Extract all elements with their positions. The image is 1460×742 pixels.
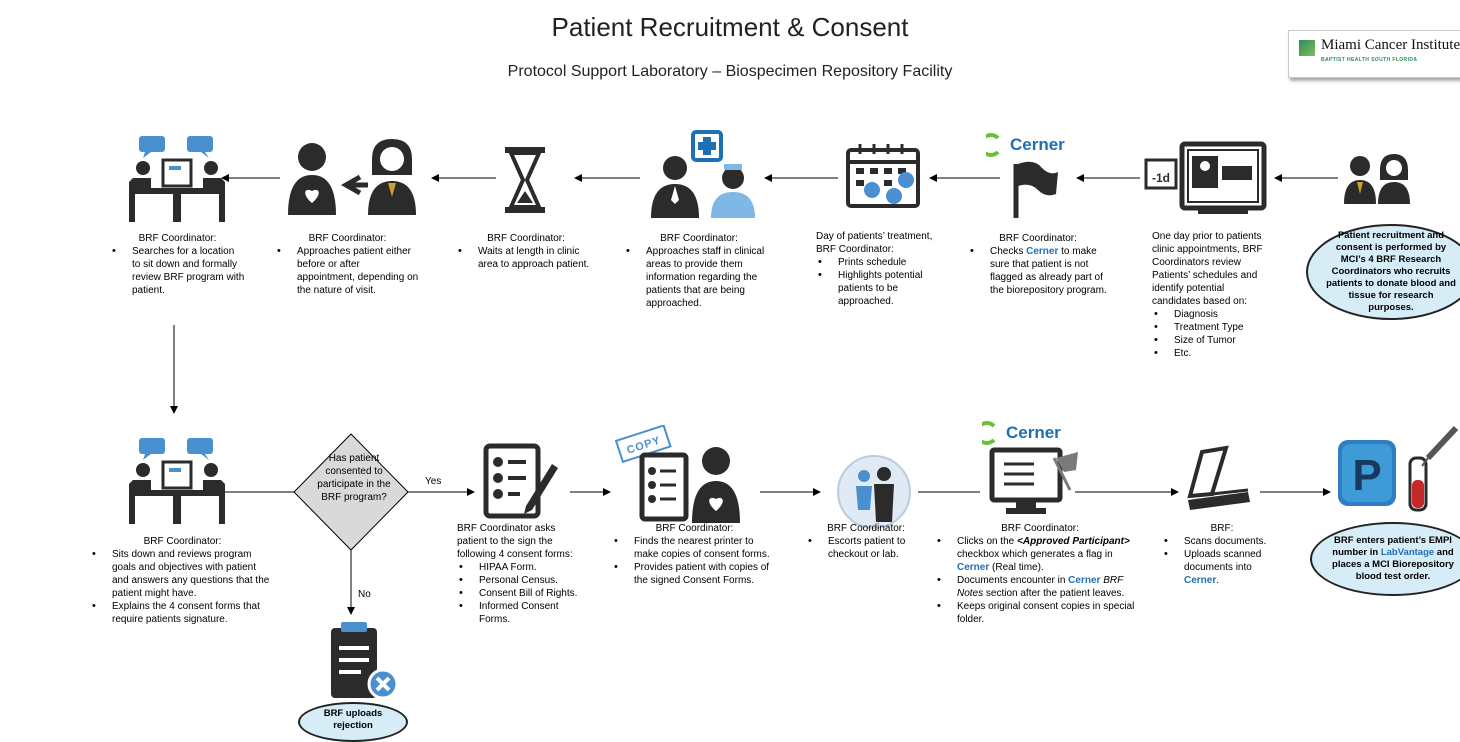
logo-tagline: BAPTIST HEALTH SOUTH FLORIDA — [1321, 57, 1418, 63]
step7-head: BRF Coordinator: — [138, 233, 217, 244]
step5-head: BRF Coordinator: — [487, 233, 565, 244]
step4-text: BRF Coordinator: Approaches staff in cli… — [624, 232, 774, 310]
calendar-schedule-icon: -1d — [1144, 141, 1267, 214]
step9-item: HIPAA Form. — [459, 561, 582, 574]
svg-text:Cerner: Cerner — [1010, 135, 1065, 154]
step1-item: Etc. — [1154, 347, 1272, 360]
step13-head: BRF: — [1210, 523, 1234, 534]
step2-item: Checks Cerner to make sure that patient … — [970, 245, 1108, 297]
step11-head: BRF Coordinator: — [827, 523, 905, 534]
step6-head: BRF Coordinator: — [308, 233, 387, 244]
step10-head: BRF Coordinator: — [655, 523, 734, 534]
step8-item: Explains the 4 consent forms that requir… — [92, 600, 275, 626]
step6-text: BRF Coordinator: Approaches patient eith… — [275, 232, 420, 297]
step9-item: Consent Bill of Rights. — [459, 587, 582, 600]
checklist-pen-icon — [483, 443, 558, 519]
step2-head: BRF Coordinator: — [999, 233, 1077, 244]
cerner-flag-icon: Cerner — [978, 128, 1086, 220]
svg-text:Cerner: Cerner — [1006, 423, 1061, 442]
decision-diamond — [293, 433, 409, 551]
step2-text: BRF Coordinator: Checks Cerner to make s… — [968, 232, 1108, 297]
copy-forms-icon: COPY — [612, 424, 752, 525]
step10-item: Finds the nearest printer to make copies… — [614, 535, 777, 561]
step12-item: Clicks on the <Approved Participant> che… — [937, 535, 1145, 574]
step8-item: Sits down and reviews program goals and … — [92, 548, 275, 600]
end-text: BRF enters patient’s EMPI number in LabV… — [1332, 535, 1454, 582]
step11-item: Escorts patient to checkout or lab. — [808, 535, 926, 561]
step9-text: BRF Coordinator asks patient to the sign… — [457, 522, 582, 626]
svg-text:-1d: -1d — [1152, 171, 1170, 185]
escort-icon — [837, 455, 911, 529]
scanner-icon — [1187, 445, 1250, 510]
step5-item: Waits at length in clinic area to approa… — [458, 245, 596, 271]
two-people-icon — [1344, 154, 1410, 204]
rejected-clipboard-icon — [331, 622, 399, 700]
rejection-bubble: BRF uploads rejection — [298, 702, 408, 742]
labvantage-app-icon: P — [1332, 418, 1460, 514]
flow-connectors — [170, 174, 1338, 615]
step9-lead: BRF Coordinator asks patient to the sign… — [457, 523, 573, 560]
step13-text: BRF: Scans documents. Uploads scanned do… — [1162, 522, 1282, 587]
page-subtitle: Protocol Support Laboratory – Biospecime… — [507, 63, 953, 80]
step9-item: Personal Census. — [459, 574, 582, 587]
decision-question: Has patient consented to participate in … — [317, 453, 391, 503]
start-bubble: Patient recruitment and consent is perfo… — [1306, 224, 1460, 320]
step7-text: BRF Coordinator: Searches for a location… — [110, 232, 245, 297]
end-bubble: BRF enters patient’s EMPI number in LabV… — [1310, 522, 1460, 596]
step1-item: Diagnosis — [1154, 308, 1272, 321]
step3-item: Prints schedule — [818, 256, 951, 269]
step12-text: BRF Coordinator: Clicks on the <Approved… — [935, 522, 1145, 626]
hourglass-icon — [505, 147, 545, 213]
logo-name: Miami Cancer Institute — [1321, 37, 1460, 53]
doctor-nurse-icon — [651, 130, 755, 218]
step4-head: BRF Coordinator: — [660, 233, 738, 244]
meeting-icon — [129, 136, 225, 222]
svg-text:P: P — [1352, 451, 1381, 500]
step5-text: BRF Coordinator: Waits at length in clin… — [456, 232, 596, 271]
cerner-computer-flag-icon: Cerner — [974, 418, 1092, 516]
step1-item: Treatment Type — [1154, 321, 1272, 334]
calendar-check-icon — [846, 144, 920, 208]
step12-head: BRF Coordinator: — [1001, 523, 1079, 534]
step8-head: BRF Coordinator: — [143, 536, 222, 547]
page-title: Patient Recruitment & Consent — [551, 12, 909, 42]
step7-item: Searches for a location to sit down and … — [112, 245, 245, 297]
meeting-icon-2 — [129, 438, 225, 524]
step3-item: Highlights potential patients to be appr… — [818, 269, 951, 308]
step4-item: Approaches staff in clinical areas to pr… — [626, 245, 774, 310]
no-label: No — [358, 589, 371, 600]
logo-mark-icon — [1299, 40, 1315, 56]
step8-text: BRF Coordinator: Sits down and reviews p… — [90, 535, 275, 626]
step3-text: Day of patients’ treatment, BRF Coordina… — [816, 230, 951, 308]
step10-text: BRF Coordinator: Finds the nearest print… — [612, 522, 777, 587]
step1-text: One day prior to patients clinic appoint… — [1152, 230, 1272, 360]
institute-logo: Miami Cancer Institute BAPTIST HEALTH SO… — [1288, 30, 1460, 78]
step13-item: Scans documents. — [1164, 535, 1282, 548]
approach-patient-icon — [288, 139, 416, 215]
step1-item: Size of Tumor — [1154, 334, 1272, 347]
step12-item: Documents encounter in Cerner BRF Notes … — [937, 574, 1145, 600]
step13-item: Uploads scanned documents into Cerner. — [1164, 548, 1282, 587]
step6-item: Approaches patient either before or afte… — [277, 245, 420, 297]
step1-lead: One day prior to patients clinic appoint… — [1152, 231, 1263, 307]
step11-text: BRF Coordinator: Escorts patient to chec… — [806, 522, 926, 561]
step3-lead: Day of patients’ treatment, BRF Coordina… — [816, 231, 933, 255]
step12-item: Keeps original consent copies in special… — [937, 600, 1145, 626]
step10-item: Provides patient with copies of the sign… — [614, 561, 777, 587]
step9-item: Informed Consent Forms. — [459, 600, 582, 626]
yes-label: Yes — [425, 476, 442, 487]
